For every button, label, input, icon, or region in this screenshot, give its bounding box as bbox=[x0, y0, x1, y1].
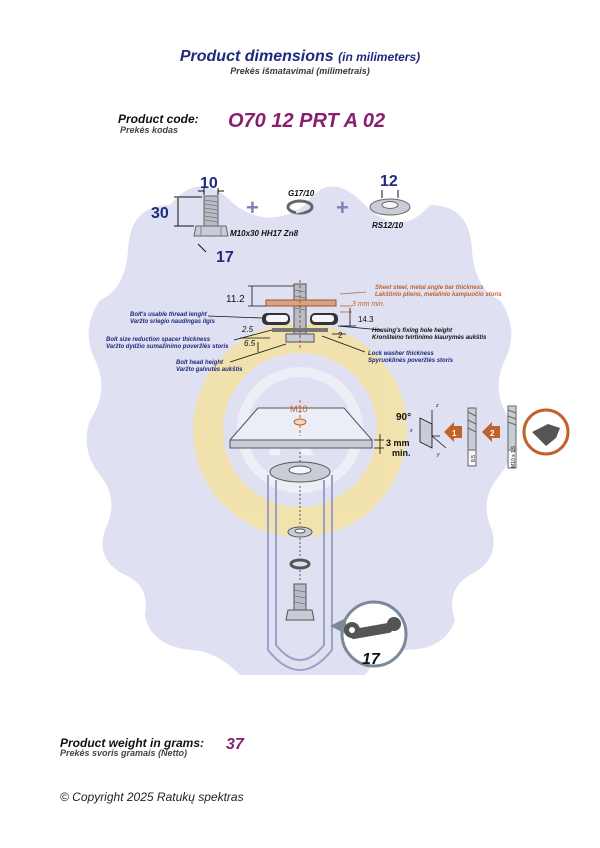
exploded-lock-washer bbox=[289, 538, 311, 570]
product-illustration: R 10 30 17 M10x30 HH17 Zn8 + + G17/10 bbox=[86, 173, 570, 675]
lock-washer-name: G17/10 bbox=[288, 189, 315, 198]
drill-bit-icon bbox=[467, 407, 477, 467]
product-code-sublabel: Prekės kodas bbox=[120, 125, 179, 135]
drill-tool-icon bbox=[522, 408, 570, 456]
product-code-value: O70 12 PRT A 02 bbox=[228, 110, 386, 132]
step-1-label: 1 bbox=[452, 429, 457, 438]
title-text: Product dimensions bbox=[179, 48, 334, 65]
dim-2: 2 bbox=[338, 331, 343, 340]
bolt-length-label: 30 bbox=[151, 205, 169, 222]
dim-2-5: 2.5 bbox=[241, 325, 254, 334]
bolt-head-label: 17 bbox=[216, 249, 234, 266]
sheet-label-lt: Lakštinio plieno, metalinio kampuočio st… bbox=[375, 292, 502, 298]
bolt-dimensions bbox=[174, 188, 224, 253]
dim-3mm-min: 3 mm min. bbox=[352, 301, 385, 308]
housing-label-en: Housing's fixing hole height bbox=[372, 328, 453, 334]
head-label-en: Bolt head height bbox=[176, 360, 224, 366]
weight-sublabel: Prekės svoris gramais (Netto) bbox=[60, 748, 188, 758]
weight-value: 37 bbox=[226, 736, 244, 753]
flat-washer-part bbox=[369, 190, 411, 216]
plate-thickness-dim bbox=[374, 434, 384, 454]
dim-14-3: 14.3 bbox=[358, 315, 374, 324]
bolt-part bbox=[193, 195, 229, 237]
step-2-arrow bbox=[482, 422, 500, 442]
thread-label-en: Bolt's usable thread lenght bbox=[130, 312, 208, 318]
dim-11-2: 11.2 bbox=[226, 294, 245, 305]
dim-6-5: 6.5 bbox=[244, 339, 256, 348]
axis-diagram bbox=[419, 410, 447, 449]
assembly-dimension-lines bbox=[207, 285, 383, 363]
housing-label-lt: Kronšteino tvirtinimo kiaurymės aukštis bbox=[372, 335, 487, 341]
exploded-bolt bbox=[285, 570, 315, 621]
lock-washer-part bbox=[286, 199, 314, 215]
product-code-label: Product code: bbox=[118, 112, 199, 126]
plus-sign-2: + bbox=[336, 195, 349, 220]
plate-thickness-min: min. bbox=[392, 448, 411, 458]
assembly-section bbox=[262, 280, 338, 348]
bolt-name-label: M10x30 HH17 Zn8 bbox=[230, 229, 299, 238]
spacer-label-en: Bolt size reduction spacer thickness bbox=[106, 337, 211, 343]
bracket-housing bbox=[267, 475, 333, 671]
bolt-width-label: 10 bbox=[200, 175, 218, 192]
exploded-flat-washer bbox=[269, 452, 331, 483]
metal-plate bbox=[228, 400, 374, 449]
plate-m10-label: M10 bbox=[290, 404, 308, 414]
tap-icon bbox=[507, 405, 517, 469]
page-title: Product dimensions (in milimeters) bbox=[0, 48, 600, 66]
spacer-label-lt: Varžto dydžio sumažinimo poveržlės stori… bbox=[106, 344, 229, 350]
drill-size-label: 8.5 bbox=[471, 455, 477, 462]
title-unit: (in milimeters) bbox=[338, 50, 421, 64]
step-2-label: 2 bbox=[490, 429, 495, 438]
axis-y-label: y bbox=[436, 452, 440, 458]
thread-label-lt: Varžto sriegio naudingas ilgis bbox=[130, 319, 215, 325]
plus-sign-1: + bbox=[246, 195, 259, 220]
step-1-arrow bbox=[444, 422, 462, 442]
plate-thickness-label: 3 mm bbox=[386, 438, 410, 448]
wrench-badge bbox=[330, 600, 408, 668]
copyright: © Copyright 2025 Ratukų spektras bbox=[60, 790, 244, 804]
washer-name-label: RS12/10 bbox=[372, 221, 404, 230]
head-label-lt: Varžto galvutės aukštis bbox=[176, 367, 243, 373]
weight-label: Product weight in grams: bbox=[60, 736, 205, 750]
lockw-label-en: Lock washer thickness bbox=[368, 351, 434, 357]
axis-z-label: z bbox=[435, 403, 439, 409]
exploded-spacer bbox=[287, 486, 313, 538]
washer-width-label: 12 bbox=[380, 173, 398, 190]
axis-x-label: x bbox=[409, 428, 413, 434]
angle-label: 90° bbox=[396, 412, 411, 423]
wrench-size-label: 17 bbox=[362, 651, 381, 668]
page-subtitle: Prekės išmatavimai (milimetrais) bbox=[230, 66, 370, 76]
tap-size-label: M10 x 1.5 bbox=[511, 446, 517, 468]
sheet-label-en: Sheet steel, metal angle bar thickness bbox=[375, 285, 484, 291]
lockw-label-lt: Spyruoklinės poveržlės storis bbox=[368, 358, 454, 364]
